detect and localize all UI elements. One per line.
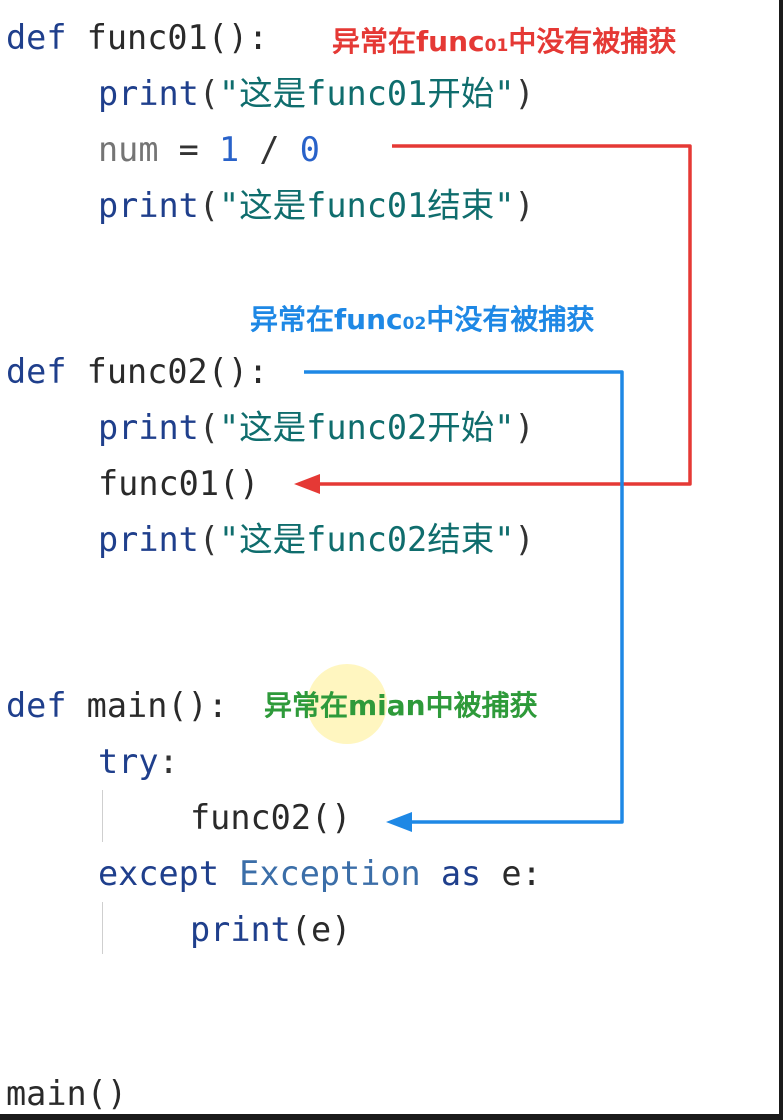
- code-line-def-func01: def func01():: [6, 12, 268, 64]
- code-line-def-func02: def func02():: [6, 346, 268, 398]
- code-line-try: try:: [98, 742, 179, 781]
- blue-arrow-head: [386, 812, 412, 832]
- code-line-call-func02: func02(): [190, 798, 352, 837]
- annotation-caught-in-main: 异常在mian中被捕获: [264, 689, 538, 722]
- red-arrow-head: [294, 474, 320, 494]
- code-line-except: except Exception as e:: [98, 854, 542, 893]
- code-line-func02-print-end: print("这是func02结束"): [98, 520, 535, 559]
- code-line-main-call: main(): [6, 1074, 128, 1113]
- code-line-func01-print-end: print("这是func01结束"): [98, 186, 535, 225]
- keyword-def: def: [6, 18, 67, 57]
- code-line-print-e: print(e): [190, 910, 352, 949]
- indent-guide-except: [102, 902, 103, 954]
- func02-signature: func02():: [66, 352, 269, 391]
- blue-arrow-func02-to-main: [304, 370, 624, 824]
- main-signature: main():: [66, 686, 228, 725]
- code-line-def-main: def main():: [6, 680, 228, 732]
- func01-signature: func01():: [66, 18, 269, 57]
- indent-guide-try: [102, 790, 103, 842]
- keyword-def: def: [6, 686, 67, 725]
- keyword-def: def: [6, 352, 67, 391]
- code-line-func01-print-start: print("这是func01开始"): [98, 74, 535, 113]
- code-line-num-division: num = 1 / 0: [98, 130, 320, 169]
- annotation-func02-not-caught: 异常在func02中没有被捕获: [250, 303, 595, 336]
- annotation-func01-not-caught: 异常在func01中没有被捕获: [332, 25, 677, 58]
- code-line-func02-print-start: print("这是func02开始"): [98, 408, 535, 447]
- red-arrow-func01-to-func02: [300, 144, 692, 486]
- cursor-highlight: [307, 664, 387, 744]
- code-line-call-func01: func01(): [98, 464, 260, 503]
